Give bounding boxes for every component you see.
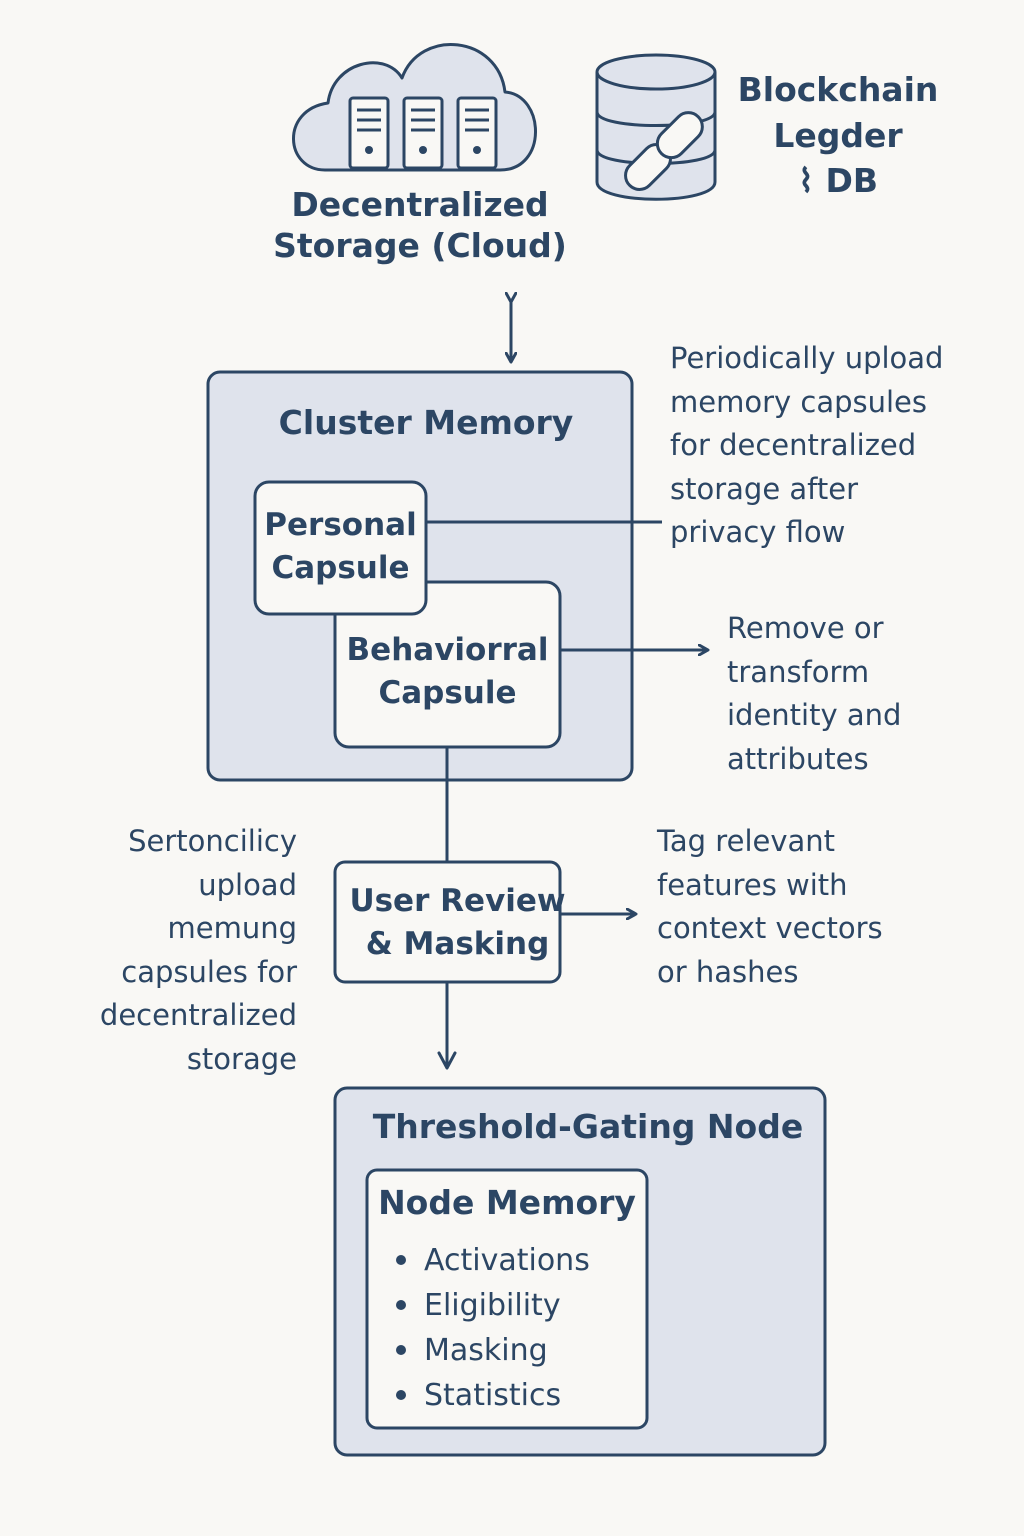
remove-note: Remove or transform identity and attribu… — [727, 611, 902, 776]
database-chain-icon — [595, 53, 717, 201]
bullet-icon — [396, 1389, 406, 1400]
left-note: Sertoncilicy upload memung capsules for … — [99, 824, 297, 1076]
behavioral-capsule-label: Behaviorral Capsule — [346, 632, 549, 711]
list-item: Activations — [392, 1238, 590, 1283]
node-memory-title: Node Memory — [378, 1183, 636, 1222]
list-item: Eligibility — [392, 1283, 590, 1328]
bullet-icon — [396, 1254, 406, 1265]
node-memory-list: Activations Eligibility Masking Statisti… — [392, 1238, 590, 1418]
storage-label: Decentralized Storage (Cloud) — [273, 185, 567, 266]
user-review-label: User Review & Masking — [349, 883, 566, 962]
list-item: Statistics — [392, 1373, 590, 1418]
personal-capsule-box — [253, 480, 428, 616]
upload-note: Periodically upload memory capsules for … — [670, 341, 944, 549]
personal-capsule-label: Personal Capsule — [264, 507, 417, 586]
tag-note: Tag relevant features with context vecto… — [657, 824, 883, 989]
bullet-icon — [396, 1299, 406, 1310]
cluster-memory-title: Cluster Memory — [278, 403, 574, 442]
bullet-icon — [396, 1344, 406, 1355]
cloud-server-icon — [292, 43, 537, 172]
list-item: Masking — [392, 1328, 590, 1373]
threshold-gating-title: Threshold-Gating Node — [372, 1107, 804, 1146]
ledger-label: Blockchain Legder ⌇ DB — [737, 70, 939, 201]
node-memory-box — [365, 1168, 649, 1430]
